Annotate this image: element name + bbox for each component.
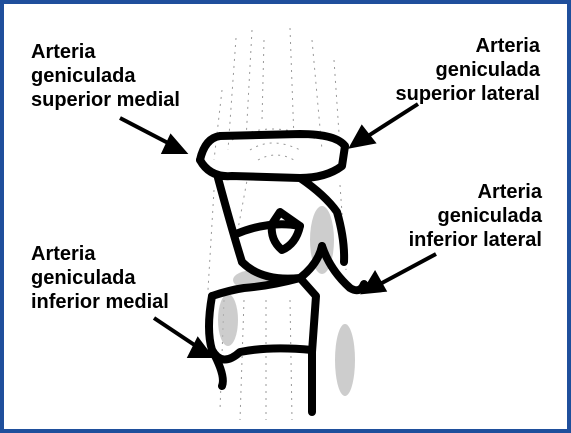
label-line: Arteria (31, 40, 180, 64)
pointer-arrows (120, 104, 436, 356)
arrow-inferior-medial (154, 318, 196, 346)
arrow-superior-lateral (368, 104, 418, 136)
arrowhead-superior-lateral (352, 128, 373, 146)
upper-ring (200, 146, 345, 178)
knot (272, 212, 300, 250)
label-inferior-medial: Arteria geniculada inferior medial (31, 242, 169, 314)
label-line: geniculada (409, 204, 542, 228)
label-line: Arteria (395, 34, 540, 58)
label-superior-medial: Arteria geniculada superior medial (31, 40, 180, 112)
superior-arch (200, 134, 345, 160)
label-line: superior lateral (395, 82, 540, 106)
arrow-inferior-lateral (380, 254, 436, 284)
label-line: superior medial (31, 88, 180, 112)
label-line: Arteria (31, 242, 169, 266)
label-line: geniculada (31, 64, 180, 88)
arrow-superior-medial (120, 118, 170, 144)
label-inferior-lateral: Arteria geniculada inferior lateral (409, 180, 542, 252)
midline-down (300, 278, 316, 412)
arrowhead-superior-medial (164, 137, 184, 152)
label-line: geniculada (31, 266, 169, 290)
label-line: inferior medial (31, 290, 169, 314)
label-line: geniculada (395, 58, 540, 82)
label-line: inferior lateral (409, 228, 542, 252)
label-superior-lateral: Arteria geniculada superior lateral (395, 34, 540, 106)
medial-descending (218, 178, 242, 262)
label-line: Arteria (409, 180, 542, 204)
